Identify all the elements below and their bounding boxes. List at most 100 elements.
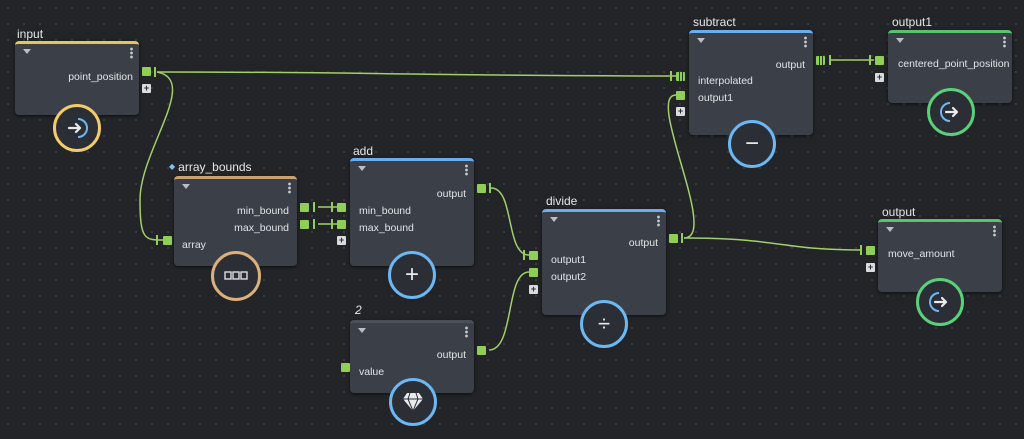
port-label-output: output (775, 59, 805, 71)
input-port-max-bound[interactable] (337, 220, 346, 229)
add-port-button[interactable]: + (142, 83, 151, 93)
divide-icon-badge: ÷ (580, 300, 628, 348)
port-label-output2: output2 (551, 271, 587, 283)
divide-node[interactable]: output output1 output2 (542, 209, 666, 315)
input-port-centered-point-position[interactable] (875, 56, 884, 65)
add-port-button[interactable]: + (875, 72, 884, 82)
array-bounds-title-text: array_bounds (178, 160, 252, 174)
input-icon-badge (53, 104, 101, 152)
menu-icon[interactable] (465, 164, 468, 176)
diamond-icon (403, 392, 423, 412)
output-icon-badge (916, 278, 964, 326)
divide-icon: ÷ (597, 311, 611, 336)
port-label-min-bound: min_bound (237, 205, 289, 217)
port-connector (154, 67, 156, 77)
wire-input-to-subtract[interactable] (156, 71, 677, 77)
arrow-right-icon (940, 102, 959, 122)
input-port-output1[interactable] (676, 91, 685, 100)
add-node[interactable]: output min_bound max_bound (350, 158, 474, 266)
port-label-max-bound-in: max_bound (359, 222, 414, 234)
subtract-node[interactable]: output interpolated output1 (689, 30, 813, 135)
array-icon-badge (211, 251, 261, 301)
arrow-right-icon (929, 292, 948, 312)
node-title-output1: output1 (892, 15, 933, 29)
input-port-interpolated[interactable] (676, 72, 685, 81)
menu-icon[interactable] (288, 182, 291, 194)
port-label-output: output (436, 349, 466, 361)
collapse-icon[interactable] (550, 217, 558, 222)
port-connector (313, 202, 315, 212)
collapse-icon[interactable] (358, 328, 366, 333)
node-title-output: output (882, 205, 916, 219)
menu-icon[interactable] (130, 47, 133, 59)
menu-icon[interactable] (993, 225, 996, 237)
port-connector (670, 71, 672, 81)
port-label-interpolated: interpolated (698, 75, 753, 87)
port-label-min-bound-in: min_bound (359, 205, 411, 217)
input-port-output2[interactable] (529, 268, 538, 277)
node-title-input: input (17, 27, 44, 41)
add-icon-badge: + (388, 251, 436, 299)
port-label-point-position: point_position (68, 71, 133, 83)
collapse-icon[interactable] (182, 184, 190, 189)
wire-input-to-array-bounds[interactable] (139, 71, 174, 241)
input-port-min-bound[interactable] (337, 203, 346, 212)
output-port-point-position[interactable] (142, 67, 151, 76)
port-label-output: output (628, 237, 658, 249)
node-title-divide: divide (546, 194, 578, 208)
port-connector (489, 183, 491, 193)
wire-divide-to-output[interactable] (683, 237, 863, 251)
output-port-output[interactable] (477, 346, 486, 355)
port-connector (681, 233, 683, 243)
node-title-array-bounds: ◆array_bounds (169, 160, 252, 174)
wire-add-to-divide[interactable] (490, 187, 530, 256)
input-port-value[interactable] (341, 363, 350, 372)
output-port-output[interactable] (477, 184, 486, 193)
menu-icon[interactable] (465, 326, 468, 338)
output-port-output[interactable] (669, 234, 678, 243)
arrow-right-icon (67, 118, 88, 138)
collapse-icon[interactable] (896, 38, 904, 43)
collapse-icon[interactable] (358, 166, 366, 171)
add-port-button[interactable]: + (676, 106, 685, 116)
constant-icon-badge (389, 378, 437, 426)
port-label-output: output (436, 188, 466, 200)
output-port-min-bound[interactable] (300, 203, 309, 212)
menu-icon[interactable] (1003, 36, 1006, 48)
collapse-icon[interactable] (23, 49, 31, 54)
node-title-constant: 2 (355, 303, 362, 317)
menu-icon[interactable] (804, 36, 807, 48)
input-port-array[interactable] (163, 236, 172, 245)
collapse-icon[interactable] (886, 227, 894, 232)
port-label-array: array (182, 239, 206, 251)
add-port-button[interactable]: + (529, 284, 538, 294)
input-port-move-amount[interactable] (866, 246, 875, 255)
port-connector (331, 219, 333, 229)
info-dot-icon: ◆ (169, 162, 176, 171)
add-port-button[interactable]: + (866, 262, 875, 272)
output1-icon-badge (927, 88, 975, 136)
output-port-max-bound[interactable] (300, 220, 309, 229)
port-label-value: value (359, 366, 385, 378)
port-connector (869, 55, 871, 65)
port-connector (313, 219, 315, 229)
port-label-centered-point-position: centered_point_position (898, 58, 1010, 70)
port-connector (860, 245, 862, 255)
menu-icon[interactable] (657, 215, 660, 227)
port-label-max-bound: max_bound (234, 222, 289, 234)
add-port-button[interactable]: + (337, 235, 346, 245)
port-connector (829, 55, 831, 65)
port-label-output1: output1 (551, 254, 587, 266)
plus-icon: + (404, 261, 419, 288)
node-title-add: add (353, 144, 374, 158)
port-label-move-amount: move_amount (888, 248, 955, 260)
wire-constant-to-divide[interactable] (488, 271, 530, 351)
output-port-output[interactable] (816, 56, 825, 65)
collapse-icon[interactable] (697, 38, 705, 43)
minus-icon: − (744, 130, 759, 157)
port-connector (331, 202, 333, 212)
input-node[interactable]: point_position (15, 41, 139, 115)
input-port-output1[interactable] (529, 251, 538, 260)
